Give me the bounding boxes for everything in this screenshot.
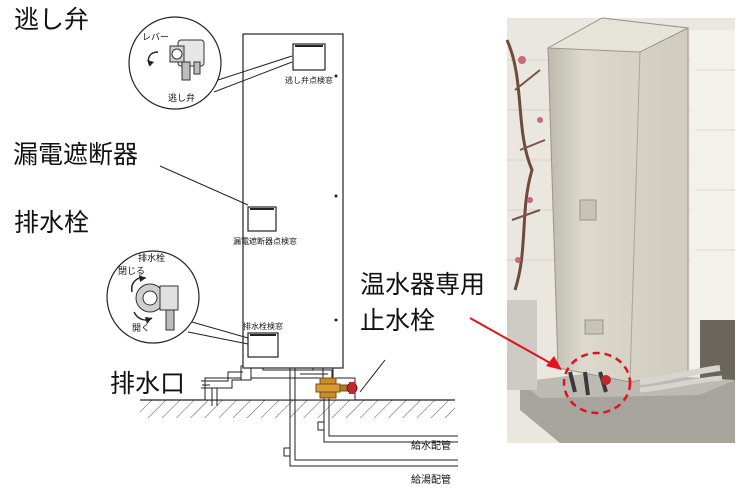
label-relief-inspect-window: 逃し弁点検窓 (285, 76, 333, 85)
breaker-inspect-window (247, 206, 277, 232)
label-breaker-inspect-window: 漏電遮断器点検窓 (233, 237, 297, 246)
leader-lines (159, 165, 386, 393)
callout-close-label: 閉じる (118, 267, 146, 277)
drain-callout (106, 250, 249, 345)
label-hot-water-pipe: 給湯配管 (411, 475, 451, 486)
installation-photo (505, 17, 735, 443)
label-water-supply-pipe: 給水配管 (411, 441, 451, 452)
label-drain-inspect-window: 排水栓検窓 (243, 322, 283, 331)
label-drain-plug: 排水栓 (14, 208, 90, 237)
shutoff-valve (315, 377, 358, 399)
callout-drain-plug-label: 排水栓 (138, 254, 166, 264)
callout-lever-label: レバー (142, 33, 170, 43)
relief-inspect-window (292, 43, 326, 71)
drain-inspect-window (247, 332, 279, 358)
shutoff-highlight-circle (562, 351, 632, 415)
label-leakage-breaker: 漏電遮断器 (13, 140, 139, 169)
callout-relief-valve-label: 逃し弁 (168, 94, 196, 104)
label-shutoff-line2: 止水栓 (360, 306, 436, 335)
label-relief-valve: 逃し弁 (14, 5, 90, 34)
label-drain-outlet: 排水口 (110, 369, 186, 398)
callout-open-label: 開く (132, 324, 151, 334)
red-arrow (469, 317, 562, 370)
ground (140, 399, 455, 418)
supply-pipes (283, 368, 458, 467)
relief-callout (128, 16, 293, 110)
tank-body (242, 33, 344, 369)
label-shutoff-line1: 温水器専用 (360, 270, 486, 299)
